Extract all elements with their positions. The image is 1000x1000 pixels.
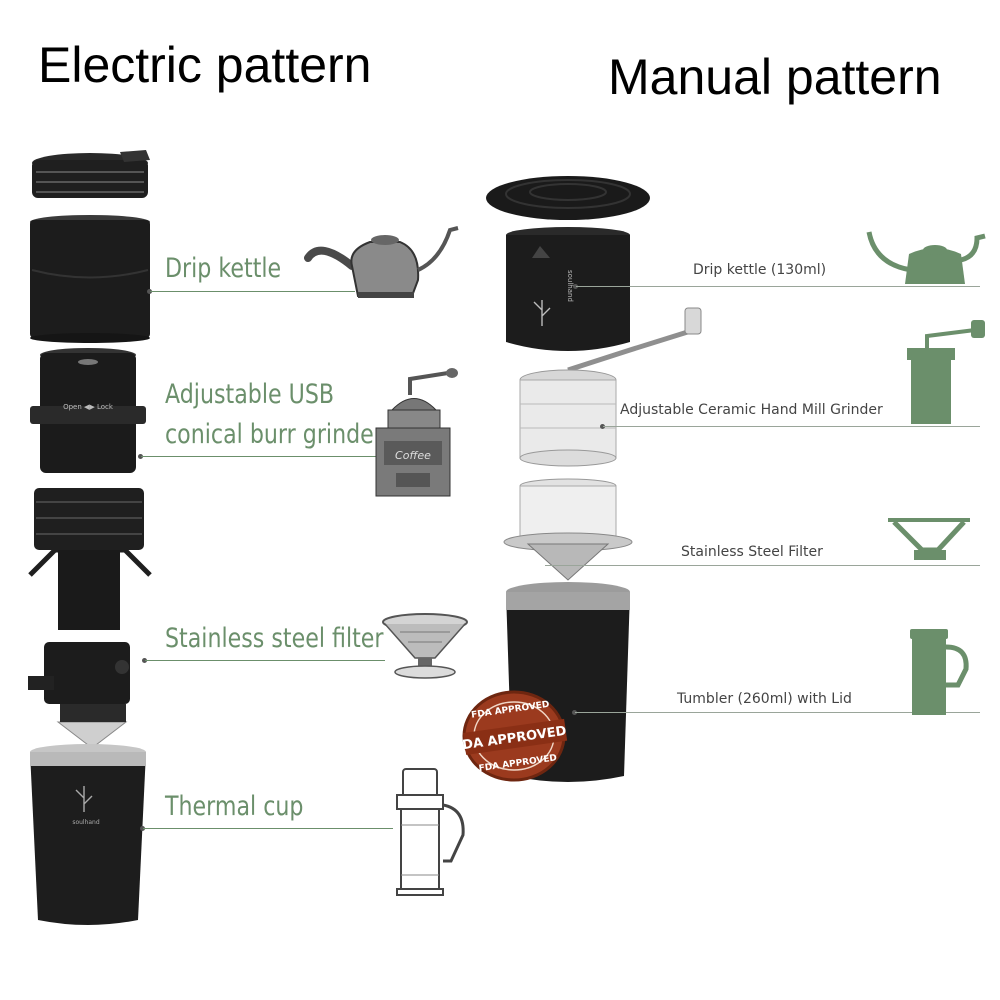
filter-connector-dot <box>142 658 147 663</box>
manual-kettle-connector-line <box>576 286 980 287</box>
electric-holder-image <box>28 488 152 630</box>
electric-lid-image <box>32 150 150 198</box>
steel-filter-icon <box>382 613 468 679</box>
electric-pattern-title: Electric pattern <box>38 37 372 93</box>
electric-product-stack: Open ◀▶ Lock soulhand <box>28 150 152 925</box>
fda-approved-badge: FDA APPROVED DA APPROVED FDA APPROVED <box>461 690 568 782</box>
grinder-icon-word: Coffee <box>395 449 431 462</box>
manual-filter-connector-line <box>545 565 980 566</box>
manual-kettle-label: Drip kettle (130ml) <box>693 262 827 278</box>
electric-kettle-label: Drip kettle <box>165 253 282 284</box>
manual-brand-text: soulhand <box>566 270 574 302</box>
manual-tumbler-connector-dot <box>572 710 577 715</box>
thermal-cup-icon <box>396 768 465 896</box>
manual-lid-image <box>486 176 650 220</box>
green-filter-icon <box>888 518 970 560</box>
manual-grinder-image <box>519 369 617 467</box>
green-grinder-icon <box>907 320 985 424</box>
manual-grinder-handle-image <box>567 307 702 373</box>
electric-cup-label: Thermal cup <box>165 791 304 822</box>
green-tumbler-icon <box>910 629 969 715</box>
manual-kettle-connector-dot <box>573 284 578 289</box>
grinder-switch-text: Open ◀▶ Lock <box>63 403 114 411</box>
green-kettle-icon <box>866 231 986 284</box>
cup-brand-text: soulhand <box>72 819 100 826</box>
kettle-connector-dot <box>147 289 152 294</box>
manual-filter-label: Stainless Steel Filter <box>681 544 823 560</box>
grinder-connector-dot <box>138 454 143 459</box>
manual-tumbler-label: Tumbler (260ml) with Lid <box>677 691 852 707</box>
manual-grinder-connector-line <box>603 426 980 427</box>
coffee-grinder-icon: Coffee <box>375 368 458 497</box>
manual-filter-image <box>503 478 633 581</box>
kettle-connector-line <box>150 291 355 292</box>
filter-connector-line <box>145 660 385 661</box>
electric-cup-image: soulhand <box>30 744 146 925</box>
electric-grinder-image: Open ◀▶ Lock <box>30 348 146 473</box>
manual-kettle-image: soulhand <box>506 227 630 351</box>
drip-kettle-icon <box>304 226 459 298</box>
electric-filter-image <box>28 642 130 749</box>
manual-grinder-label: Adjustable Ceramic Hand Mill Grinder <box>620 402 883 418</box>
electric-grinder-label-line2: conical burr grinder <box>165 419 383 450</box>
electric-grinder-label-line1: Adjustable USB <box>165 379 335 410</box>
electric-kettle-image <box>30 215 150 343</box>
manual-pattern-title: Manual pattern <box>608 49 942 105</box>
cup-connector-dot <box>140 826 145 831</box>
grinder-connector-line <box>141 456 376 457</box>
electric-filter-label: Stainless steel filter <box>165 623 384 654</box>
cup-connector-line <box>143 828 393 829</box>
manual-tumbler-connector-line <box>575 712 980 713</box>
manual-grinder-connector-dot <box>600 424 605 429</box>
